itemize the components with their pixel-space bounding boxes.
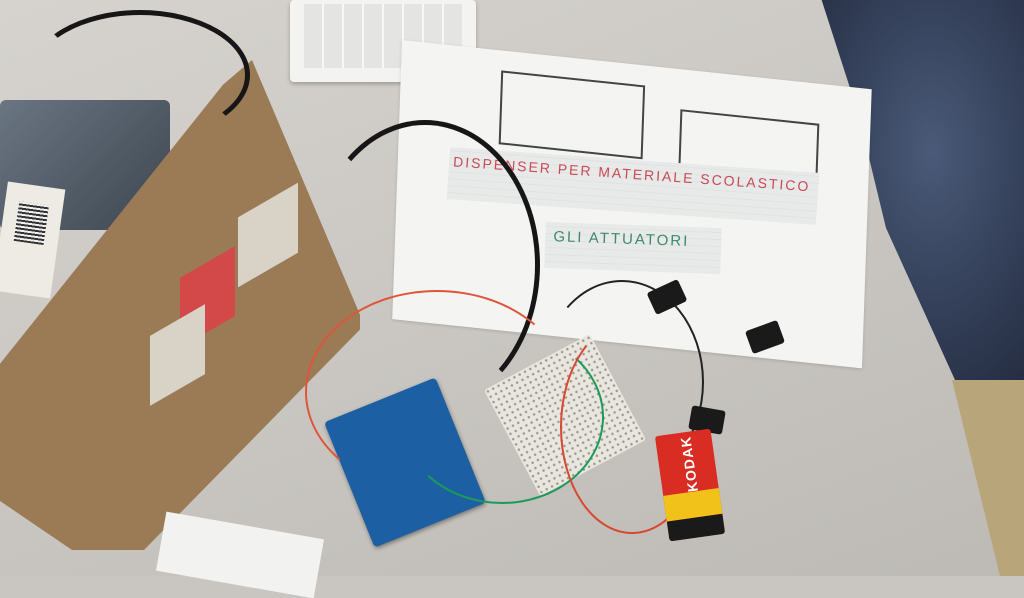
sign-subtitle: GLI ATTUATORI (544, 221, 722, 275)
red-wire (560, 320, 704, 534)
black-wire (540, 280, 704, 484)
sketch-drawing-left (498, 70, 646, 160)
red-wire (305, 290, 569, 494)
battery-brand: KODAK (677, 435, 701, 494)
usb-cable (310, 120, 540, 410)
power-cable (30, 10, 250, 140)
barcode (13, 201, 50, 246)
